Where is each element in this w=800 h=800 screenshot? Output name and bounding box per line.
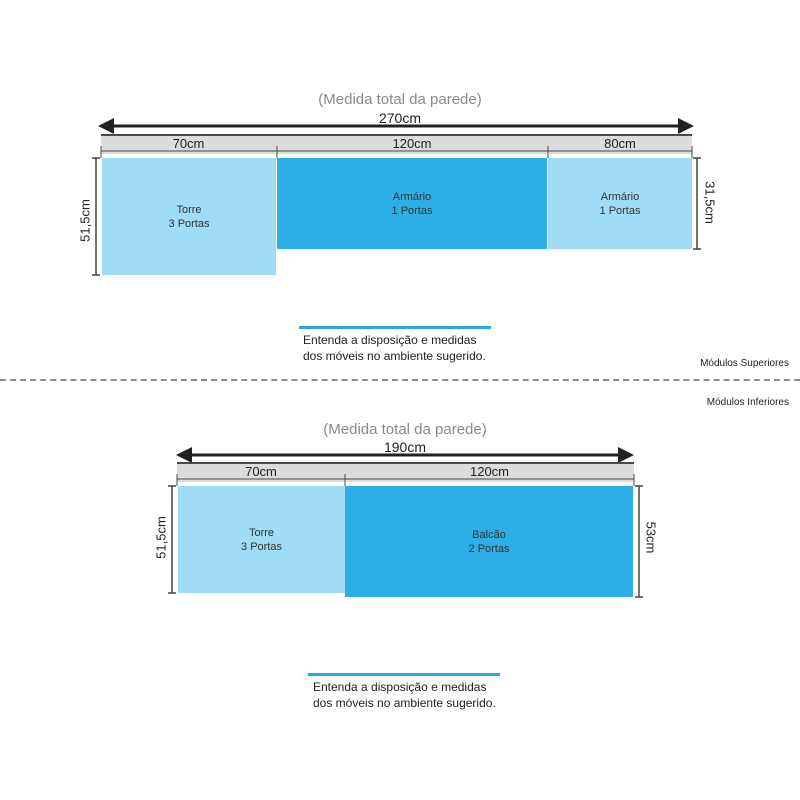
- upper-module-torre-name: Torre: [176, 203, 202, 216]
- upper-note: Entenda a disposição e medidas dos móvei…: [303, 332, 543, 364]
- lower-wall-title: (Medida total da parede): [323, 421, 487, 438]
- upper-total-width: 270cm: [378, 110, 422, 126]
- upper-module-armario-2-name: Armário: [600, 190, 640, 203]
- lower-left-height: 51,5cm: [153, 516, 169, 559]
- lower-note-line-1: Entenda a disposição e medidas: [313, 680, 487, 694]
- upper-dimension-bar: [101, 134, 692, 154]
- upper-note-line-2: dos móveis no ambiente sugerido.: [303, 349, 486, 363]
- upper-module-armario-2-doors: 1 Portas: [599, 204, 641, 217]
- upper-module-armario-2: Armário 1 Portas: [548, 158, 692, 249]
- lower-module-torre-doors: 3 Portas: [241, 540, 282, 553]
- upper-module-armario-1-doors: 1 Portas: [391, 204, 433, 217]
- lower-module-balcao-doors: 2 Portas: [468, 542, 510, 555]
- lower-module-balcao-name: Balcão: [472, 528, 506, 541]
- lower-section-label: Módulos Inferiores: [706, 397, 789, 408]
- lower-width-balcao: 120cm: [469, 464, 510, 479]
- upper-note-accent-line: [299, 326, 491, 329]
- upper-module-torre-doors: 3 Portas: [168, 217, 210, 230]
- upper-wall-title: (Medida total da parede): [318, 91, 482, 108]
- upper-width-armario-2: 80cm: [604, 136, 636, 151]
- lower-note-accent-line: [308, 673, 500, 676]
- upper-width-torre: 70cm: [172, 136, 205, 151]
- lower-module-torre-name: Torre: [248, 526, 275, 539]
- upper-module-torre: Torre 3 Portas: [102, 158, 276, 275]
- lower-dimension-bar: [177, 462, 634, 482]
- upper-module-armario-1-name: Armário: [392, 190, 432, 203]
- lower-note: Entenda a disposição e medidas dos móvei…: [313, 679, 553, 711]
- lower-right-height: 53cm: [643, 521, 659, 554]
- lower-total-width: 190cm: [383, 439, 427, 455]
- upper-module-armario-1: Armário 1 Portas: [277, 158, 547, 249]
- upper-note-line-1: Entenda a disposição e medidas: [303, 333, 477, 347]
- lower-module-torre: Torre 3 Portas: [178, 486, 345, 593]
- lower-module-balcao: Balcão 2 Portas: [345, 486, 633, 597]
- section-divider: [0, 379, 800, 381]
- upper-width-armario-1: 120cm: [392, 136, 432, 151]
- lower-note-line-2: dos móveis no ambiente sugerido.: [313, 696, 496, 710]
- lower-width-torre: 70cm: [245, 464, 277, 479]
- upper-section-label: Módulos Superiores: [700, 358, 789, 369]
